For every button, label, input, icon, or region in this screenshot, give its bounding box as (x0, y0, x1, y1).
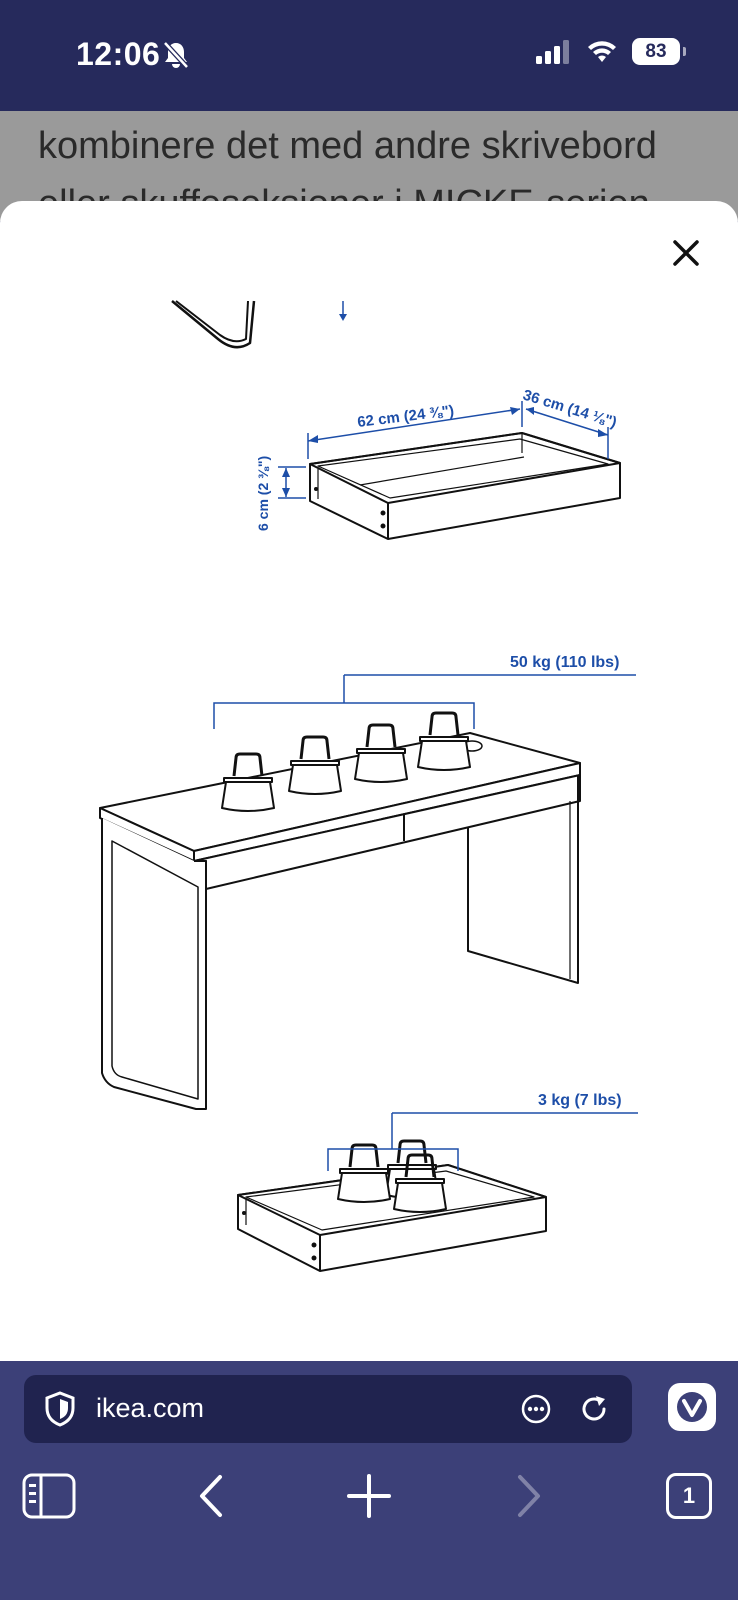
status-bar: 12:06 83 (0, 0, 738, 111)
forward-button[interactable] (494, 1461, 564, 1531)
shield-icon[interactable] (44, 1391, 76, 1427)
browser-toolbar: ikea.com (0, 1361, 738, 1600)
panel-icon (22, 1473, 76, 1519)
product-dimensions-diagram: 62 cm (24 ⅜") 36 cm (14 ⅛") 6 cm (2 ⅜") (99, 300, 638, 1272)
vivaldi-icon (677, 1392, 707, 1422)
url-text[interactable]: ikea.com (96, 1393, 205, 1423)
status-time: 12:06 (76, 36, 161, 72)
close-icon (673, 240, 699, 266)
panel-button[interactable] (14, 1461, 84, 1531)
drawer-height-label: 6 cm (2 ⅜") (255, 456, 271, 531)
tab-count-badge: 1 (666, 1473, 712, 1519)
bg-text-line-1: kombinere det med andre skrivebord (38, 125, 657, 167)
vivaldi-menu-button[interactable] (668, 1383, 716, 1431)
battery-icon: 83 (632, 38, 686, 65)
close-button[interactable] (664, 231, 708, 275)
bell-slash-icon (163, 41, 189, 69)
battery-level: 83 (645, 40, 667, 62)
wifi-icon (588, 40, 616, 62)
chevron-right-icon (518, 1475, 540, 1517)
drawer-load-label: 3 kg (7 lbs) (538, 1092, 622, 1109)
tabs-button[interactable]: 1 (654, 1461, 724, 1531)
desk-load-label: 50 kg (110 lbs) (510, 654, 619, 671)
image-modal: 62 cm (24 ⅜") 36 cm (14 ⅛") 6 cm (2 ⅜") (0, 201, 738, 1361)
address-bar[interactable]: ikea.com (24, 1375, 632, 1443)
new-tab-button[interactable] (334, 1461, 404, 1531)
signal-icon (536, 39, 569, 64)
plus-icon (347, 1474, 391, 1518)
reload-icon[interactable] (578, 1393, 610, 1425)
navigation-row: 1 (0, 1461, 738, 1545)
drawer-depth-label: 36 cm (14 ⅛") (521, 387, 619, 432)
back-button[interactable] (176, 1461, 246, 1531)
more-options-icon[interactable] (520, 1393, 552, 1425)
chevron-left-icon (200, 1475, 222, 1517)
